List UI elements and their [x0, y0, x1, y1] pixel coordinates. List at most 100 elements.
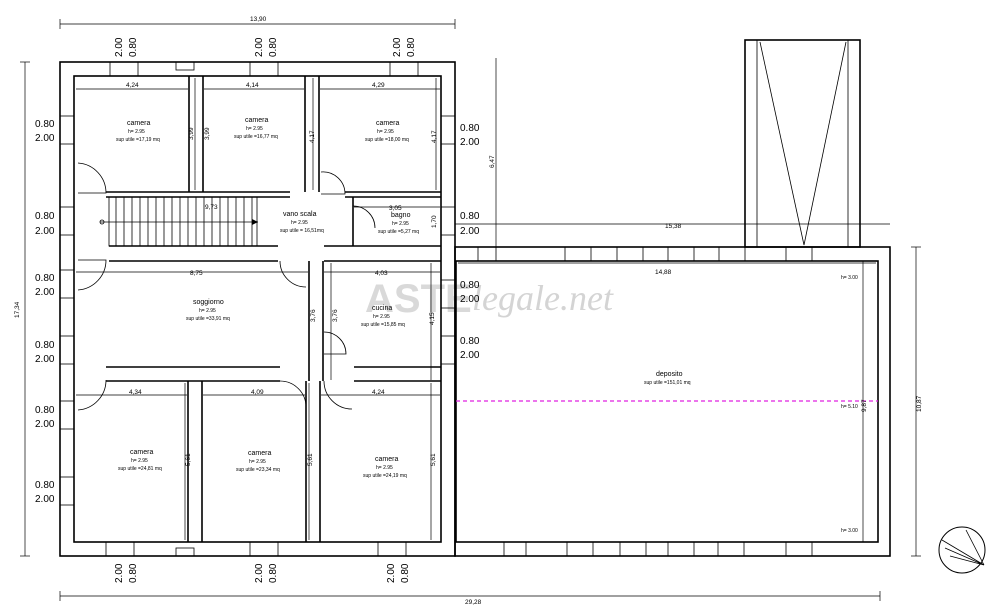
room-camera-3: camera h= 2.95 sup utile =18,00 mq: [365, 120, 409, 143]
room-height: h= 2.95: [377, 129, 394, 135]
win-right-4-b: 2.00: [460, 350, 480, 361]
dim-c2-h: 3,99: [204, 127, 211, 140]
room-soggiorno: soggiorno h= 2.95 sup utile =33,91 mq: [186, 299, 230, 322]
dim-cuc-h2: 4,15: [429, 312, 436, 325]
dim-scala-w: 9,73: [205, 204, 218, 211]
win-right-2-b: 2.00: [460, 226, 480, 237]
room-camera-4: camera h= 2.95 sup utile =24,81 mq: [118, 449, 162, 472]
win-top-2-a: 0.80: [268, 37, 279, 57]
room-name: deposito: [656, 371, 683, 378]
dim-wing-height: 6,47: [489, 155, 496, 168]
win-bottom-2-a: 0.80: [268, 563, 279, 583]
room-area: sup utile =33,91 mq: [186, 316, 230, 322]
north-arrow-icon: [938, 526, 986, 574]
win-right-4-a: 0.80: [460, 336, 480, 347]
win-bottom-1-b: 2.00: [114, 563, 125, 583]
dim-c2-w: 4,14: [246, 82, 259, 89]
dim-dep-h: 9,87: [861, 399, 868, 412]
win-left-6-b: 2.00: [35, 494, 55, 505]
room-name: camera: [375, 456, 398, 463]
room-camera-1: camera h= 2.95 sup utile =17,19 mq: [116, 120, 160, 143]
win-right-3-b: 2.00: [460, 294, 480, 305]
dim-c4-w: 4,34: [129, 389, 142, 396]
room-height: h= 2.95: [392, 221, 409, 227]
room-name: camera: [245, 117, 268, 124]
room-camera-2: camera h= 2.95 sup utile =16,77 mq: [234, 117, 278, 140]
dim-c3-w: 4,29: [372, 82, 385, 89]
room-name: camera: [248, 450, 271, 457]
room-vano-scala: vano scala h= 2.95 sup utile = 16,51mq: [280, 211, 324, 234]
win-right-2-a: 0.80: [460, 211, 480, 222]
dim-bagno-w: 3,05: [389, 205, 402, 212]
room-height: h= 2.95: [246, 126, 263, 132]
dimension-wing-height: 6,47: [489, 58, 497, 248]
window-labels-left: 0.80 2.00 0.80 2.00 0.80 2.00 0.80 2.00 …: [35, 119, 55, 505]
dim-wing-width: 15,38: [665, 223, 682, 230]
window-labels-bottom: 2.00 0.80 2.00 0.80 2.00 0.80: [114, 563, 411, 583]
dimension-right: 10,87: [911, 246, 923, 557]
win-top-2-b: 2.00: [254, 37, 265, 57]
dim-sogg-h: 3,76: [310, 309, 317, 322]
dim-c4-h: 5,61: [185, 453, 192, 466]
deposito-height-mid: h= 5.10: [841, 404, 858, 410]
dim-c5-w: 4,09: [251, 389, 264, 396]
win-left-2-a: 0.80: [35, 211, 55, 222]
room-deposito: deposito sup utile =151,01 mq h= 3.00 h=…: [644, 275, 858, 534]
win-bottom-3-a: 0.80: [400, 563, 411, 583]
room-camera-5: camera h= 2.95 sup utile =23,34 mq: [236, 450, 280, 473]
deposito-walls: [454, 246, 891, 557]
dim-c5-h: 5,61: [307, 453, 314, 466]
room-height: h= 2.95: [291, 220, 308, 226]
dim-c6-w: 4,24: [372, 389, 385, 396]
dim-c1-h: 3,99: [188, 127, 195, 140]
room-cucina: cucina h= 2.95 sup utile =15,85 mq: [361, 305, 405, 328]
house-windows: [59, 61, 456, 557]
dimension-bottom: 29,28: [59, 591, 881, 606]
room-height: h= 2.95: [199, 308, 216, 314]
room-height: h= 2.95: [373, 314, 390, 320]
win-left-1-b: 2.00: [35, 133, 55, 144]
room-area: sup utile =23,34 mq: [236, 467, 280, 473]
room-area: sup utile =151,01 mq: [644, 380, 691, 386]
room-area: sup utile =16,77 mq: [234, 134, 278, 140]
dim-c6-h: 5,61: [430, 453, 437, 466]
dim-cuc-h: 3,76: [332, 309, 339, 322]
room-bagno: bagno h= 2.95 sup utile =5,27 mq: [378, 212, 419, 235]
dimension-left: 17,34: [14, 61, 30, 557]
staircase: [99, 196, 258, 247]
win-left-5-a: 0.80: [35, 405, 55, 416]
watermark: ASTE legale.net: [365, 277, 614, 321]
room-area: sup utile =15,85 mq: [361, 322, 405, 328]
dimension-top: 13,90: [59, 16, 456, 29]
dim-top-width: 13,90: [250, 16, 267, 23]
win-top-1-b: 2.00: [114, 37, 125, 57]
room-height: h= 2.95: [249, 459, 266, 465]
dimension-wing-width: 15,38: [455, 223, 890, 230]
room-name: camera: [130, 449, 153, 456]
window-labels-right: 0.80 2.00 0.80 2.00 0.80 2.00 0.80 2.00: [460, 123, 480, 361]
room-camera-6: camera h= 2.95 sup utile =24,19 mq: [363, 456, 407, 479]
deposito-height-bottom: h= 3.00: [841, 528, 858, 534]
dim-dep-w: 14,88: [655, 269, 672, 276]
room-area: sup utile =18,00 mq: [365, 137, 409, 143]
room-height: h= 2.95: [131, 458, 148, 464]
room-name: camera: [127, 120, 150, 127]
win-left-4-b: 2.00: [35, 354, 55, 365]
deposito-height-top: h= 3.00: [841, 275, 858, 281]
win-right-1-a: 0.80: [460, 123, 480, 134]
win-bottom-3-b: 2.00: [386, 563, 397, 583]
win-left-6-a: 0.80: [35, 480, 55, 491]
win-right-1-b: 2.00: [460, 137, 480, 148]
dim-bagno-h: 1,70: [431, 215, 438, 228]
room-name: soggiorno: [193, 299, 224, 306]
window-labels-top: 2.00 0.80 2.00 0.80 2.00 0.80: [114, 37, 417, 57]
room-name: camera: [376, 120, 399, 127]
dim-c1-w: 4,24: [126, 82, 139, 89]
room-height: h= 2.95: [376, 465, 393, 471]
win-left-4-a: 0.80: [35, 340, 55, 351]
room-area: sup utile =5,27 mq: [378, 229, 419, 235]
dim-cuc-w: 4,03: [375, 270, 388, 277]
watermark-part1: ASTE: [365, 277, 472, 321]
win-left-3-b: 2.00: [35, 287, 55, 298]
